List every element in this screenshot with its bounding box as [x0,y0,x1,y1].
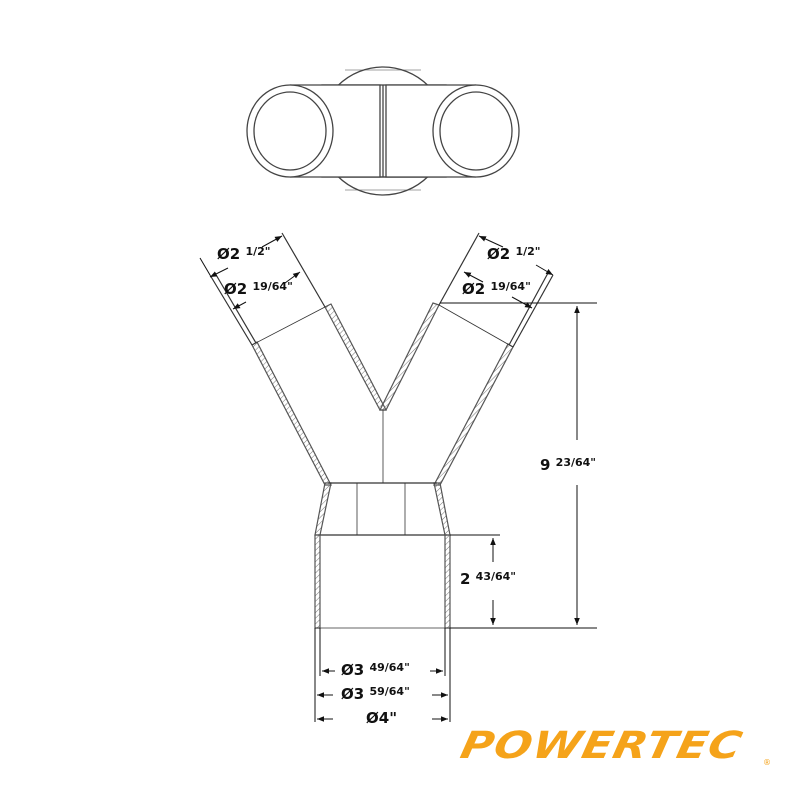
dim-base-inner-diameter: Ø3 49/64" [341,661,410,679]
top-view [246,66,520,196]
dim-total-height: 9 23/64" [540,456,597,474]
dim-right-inner-diameter: Ø2 19/64" [462,280,531,298]
dim-collar-height: 2 43/64" [460,570,517,588]
powertec-logo: POWERTEC [456,724,747,768]
registered-mark: ® [763,758,771,767]
dim-base-outer-diameter: Ø4" [366,709,398,727]
dim-base-mid-diameter: Ø3 59/64" [341,685,410,703]
dim-left-outer-diameter: Ø2 1/2" [217,245,271,263]
dim-left-inner-diameter: Ø2 19/64" [224,280,293,298]
dimension-lines [199,235,597,722]
dim-right-outer-diameter: Ø2 1/2" [487,245,541,263]
front-view [209,232,554,629]
